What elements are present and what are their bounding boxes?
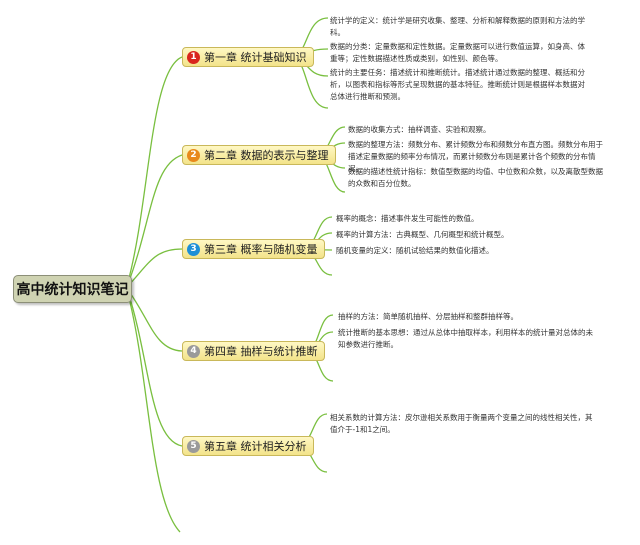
chapter-node-5[interactable]: 5 第五章 统计相关分析 — [182, 436, 314, 456]
branch-line-4 — [127, 289, 183, 352]
root-title: 高中统计知识笔记 — [16, 282, 129, 298]
branch-line-3 — [127, 248, 183, 287]
note-5-1: 相关系数的计算方法：皮尔逊相关系数用于衡量两个变量之间的线性相关性，其值介于-1… — [330, 413, 593, 434]
number-badge-icon: 5 — [187, 439, 200, 453]
note-3-1: 概率的概念：描述事件发生可能性的数值。 — [336, 214, 479, 223]
chapter-label: 第三章 概率与随机变量 — [204, 243, 318, 256]
number-badge-icon: 1 — [187, 50, 200, 64]
note-4-2: 统计推断的基本思想：通过从总体中抽取样本，利用样本的统计量对总体的未知参数进行推… — [338, 328, 593, 349]
branch-line-6 — [127, 293, 181, 533]
note-1-2: 数据的分类：定量数据和定性数据。定量数据可以进行数值运算，如身高、体重等；定性数… — [330, 42, 585, 63]
chapter-label: 第五章 统计相关分析 — [204, 440, 307, 453]
note-2-1: 数据的收集方式：抽样调查、实验和观察。 — [348, 125, 491, 134]
root-node[interactable]: 高中统计知识笔记 — [13, 275, 132, 303]
chapter-node-4[interactable]: 4 第四章 抽样与统计推断 — [182, 341, 325, 361]
number-badge-icon: 3 — [187, 242, 200, 256]
note-2-3: 数据的描述性统计指标：数值型数据的均值、中位数和众数，以及离散型数据的众数和百分… — [348, 167, 603, 188]
chapter-node-2[interactable]: 2 第二章 数据的表示与整理 — [182, 145, 336, 165]
note-4-1: 抽样的方法：简单随机抽样、分层抽样和整群抽样等。 — [338, 312, 518, 321]
note-1-3: 统计的主要任务：描述统计和推断统计。描述统计通过数据的整理、概括和分析，以图表和… — [330, 68, 585, 101]
note-3-2: 概率的计算方法：古典概型、几何概型和统计概型。 — [336, 230, 509, 239]
note-3-3: 随机变量的定义：随机试验结果的数值化描述。 — [336, 246, 494, 255]
number-badge-icon: 2 — [187, 148, 200, 162]
chapter-label: 第一章 统计基础知识 — [204, 51, 307, 64]
chapter-node-3[interactable]: 3 第三章 概率与随机变量 — [182, 239, 325, 259]
branch-line-1 — [127, 56, 183, 283]
number-badge-icon: 4 — [187, 344, 200, 358]
branch-line-5 — [127, 291, 183, 447]
chapter-label: 第四章 抽样与统计推断 — [204, 345, 318, 358]
branch-line-2 — [127, 154, 183, 285]
note-2-2: 数据的整理方法：频数分布、累计频数分布和频数分布直方图。频数分布用于描述定量数据… — [348, 140, 603, 173]
chapter-label: 第二章 数据的表示与整理 — [204, 149, 329, 162]
note-1-1: 统计学的定义：统计学是研究收集、整理、分析和解释数据的原则和方法的学科。 — [330, 16, 585, 37]
chapter-node-1[interactable]: 1 第一章 统计基础知识 — [182, 47, 314, 67]
